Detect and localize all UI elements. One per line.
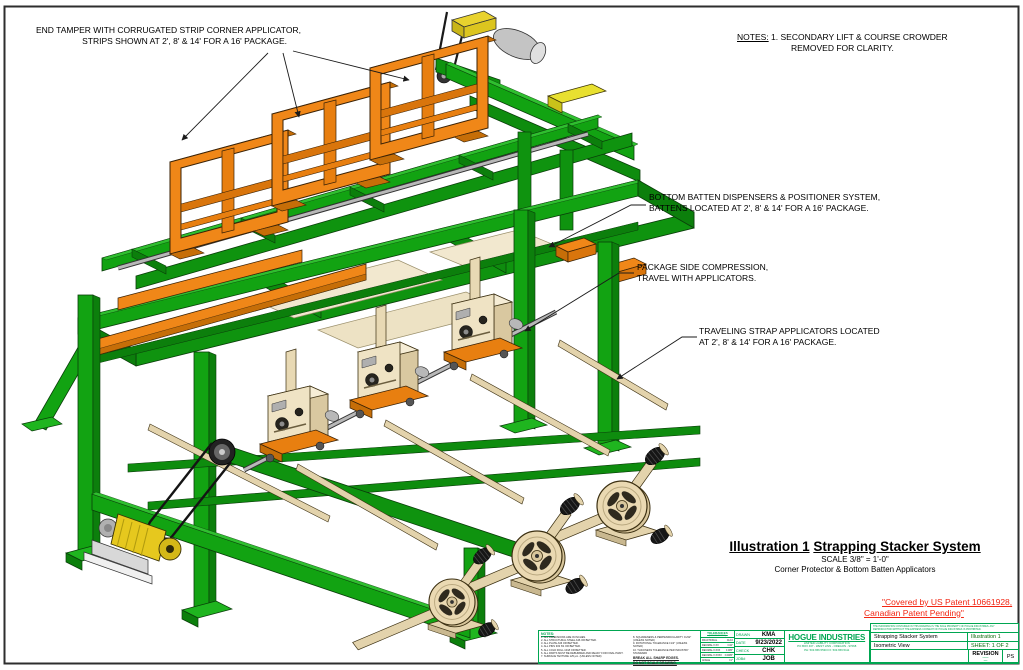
- title-block: NOTES: 1. ALL DIMENSIONS ARE IN INCHES. …: [538, 630, 870, 666]
- notes-column-right: 8. SQUARENESS & PERPENDICULARITY ±1/32" …: [633, 636, 692, 666]
- drawn-by: KMA: [761, 631, 776, 638]
- drive-motor: [83, 438, 236, 585]
- meta-title: Strapping Stacker System: [871, 633, 968, 641]
- notes-column-left: 1. ALL DIMENSIONS ARE IN INCHES. 2. ALL …: [541, 636, 624, 658]
- leader-lines: [181, 50, 697, 380]
- title-subtitle: Corner Protector & Bottom Batten Applica…: [774, 565, 936, 574]
- notes-label: NOTES:: [737, 32, 769, 42]
- deck-frame: [77, 179, 695, 369]
- meta-sheet: SHEET: 1 OF 2: [971, 642, 1009, 649]
- annotation-strap-applicators: TRAVELING STRAP APPLICATORS LOCATED AT 2…: [699, 326, 880, 348]
- sheet-border: [3, 5, 1020, 665]
- title-block-tolerances: TOLERANCES (UNLESS NOTED) FRACTIONAL±1/1…: [700, 631, 734, 662]
- checked-by: CHK: [762, 647, 776, 654]
- strap-lances: [147, 339, 669, 551]
- revision-value: PS: [1006, 654, 1015, 661]
- company-name: HOGUE INDUSTRIES: [788, 633, 866, 642]
- revision-cell: REVISION ━━━━━ ━━━: [969, 650, 1003, 662]
- patent-notice: "Covered by US Patent 10661928, Canadian…: [864, 597, 1013, 618]
- proprietary-statement: THE INFORMATION CONTAINED IN THIS DRAWIN…: [873, 625, 995, 631]
- title-block-notes: NOTES: 1. ALL DIMENSIONS ARE IN INCHES. …: [539, 631, 700, 666]
- annotation-end-tamper: END TAMPER WITH CORRUGATED STRIP CORNER …: [36, 25, 301, 47]
- drawing-date: 9/23/2022: [755, 639, 783, 646]
- title-block-company: HOGUE INDUSTRIES LIMITED LIABILITY CORPO…: [783, 631, 869, 662]
- title-block-meta: THE INFORMATION CONTAINED IN THIS DRAWIN…: [870, 623, 1019, 664]
- meta-illustration: Illustration 1: [971, 634, 1001, 641]
- annotation-general-note: NOTES: 1. SECONDARY LIFT & COURSE CROWDE…: [737, 32, 948, 54]
- job-number: JOB: [762, 655, 775, 662]
- scale-note: SCALE 3/8" = 1'-0": [821, 555, 889, 564]
- page-title: Illustration 1 Strapping Stacker System: [729, 539, 981, 554]
- annotation-side-compression: PACKAGE SIDE COMPRESSION, TRAVEL WITH AP…: [637, 262, 769, 284]
- drawing-title: Illustration 1 Strapping Stacker System …: [690, 539, 1020, 574]
- annotation-bottom-batten: BOTTOM BATTEN DISPENSERS & POSITIONER SY…: [649, 192, 881, 214]
- meta-view: Isometric View: [871, 641, 968, 650]
